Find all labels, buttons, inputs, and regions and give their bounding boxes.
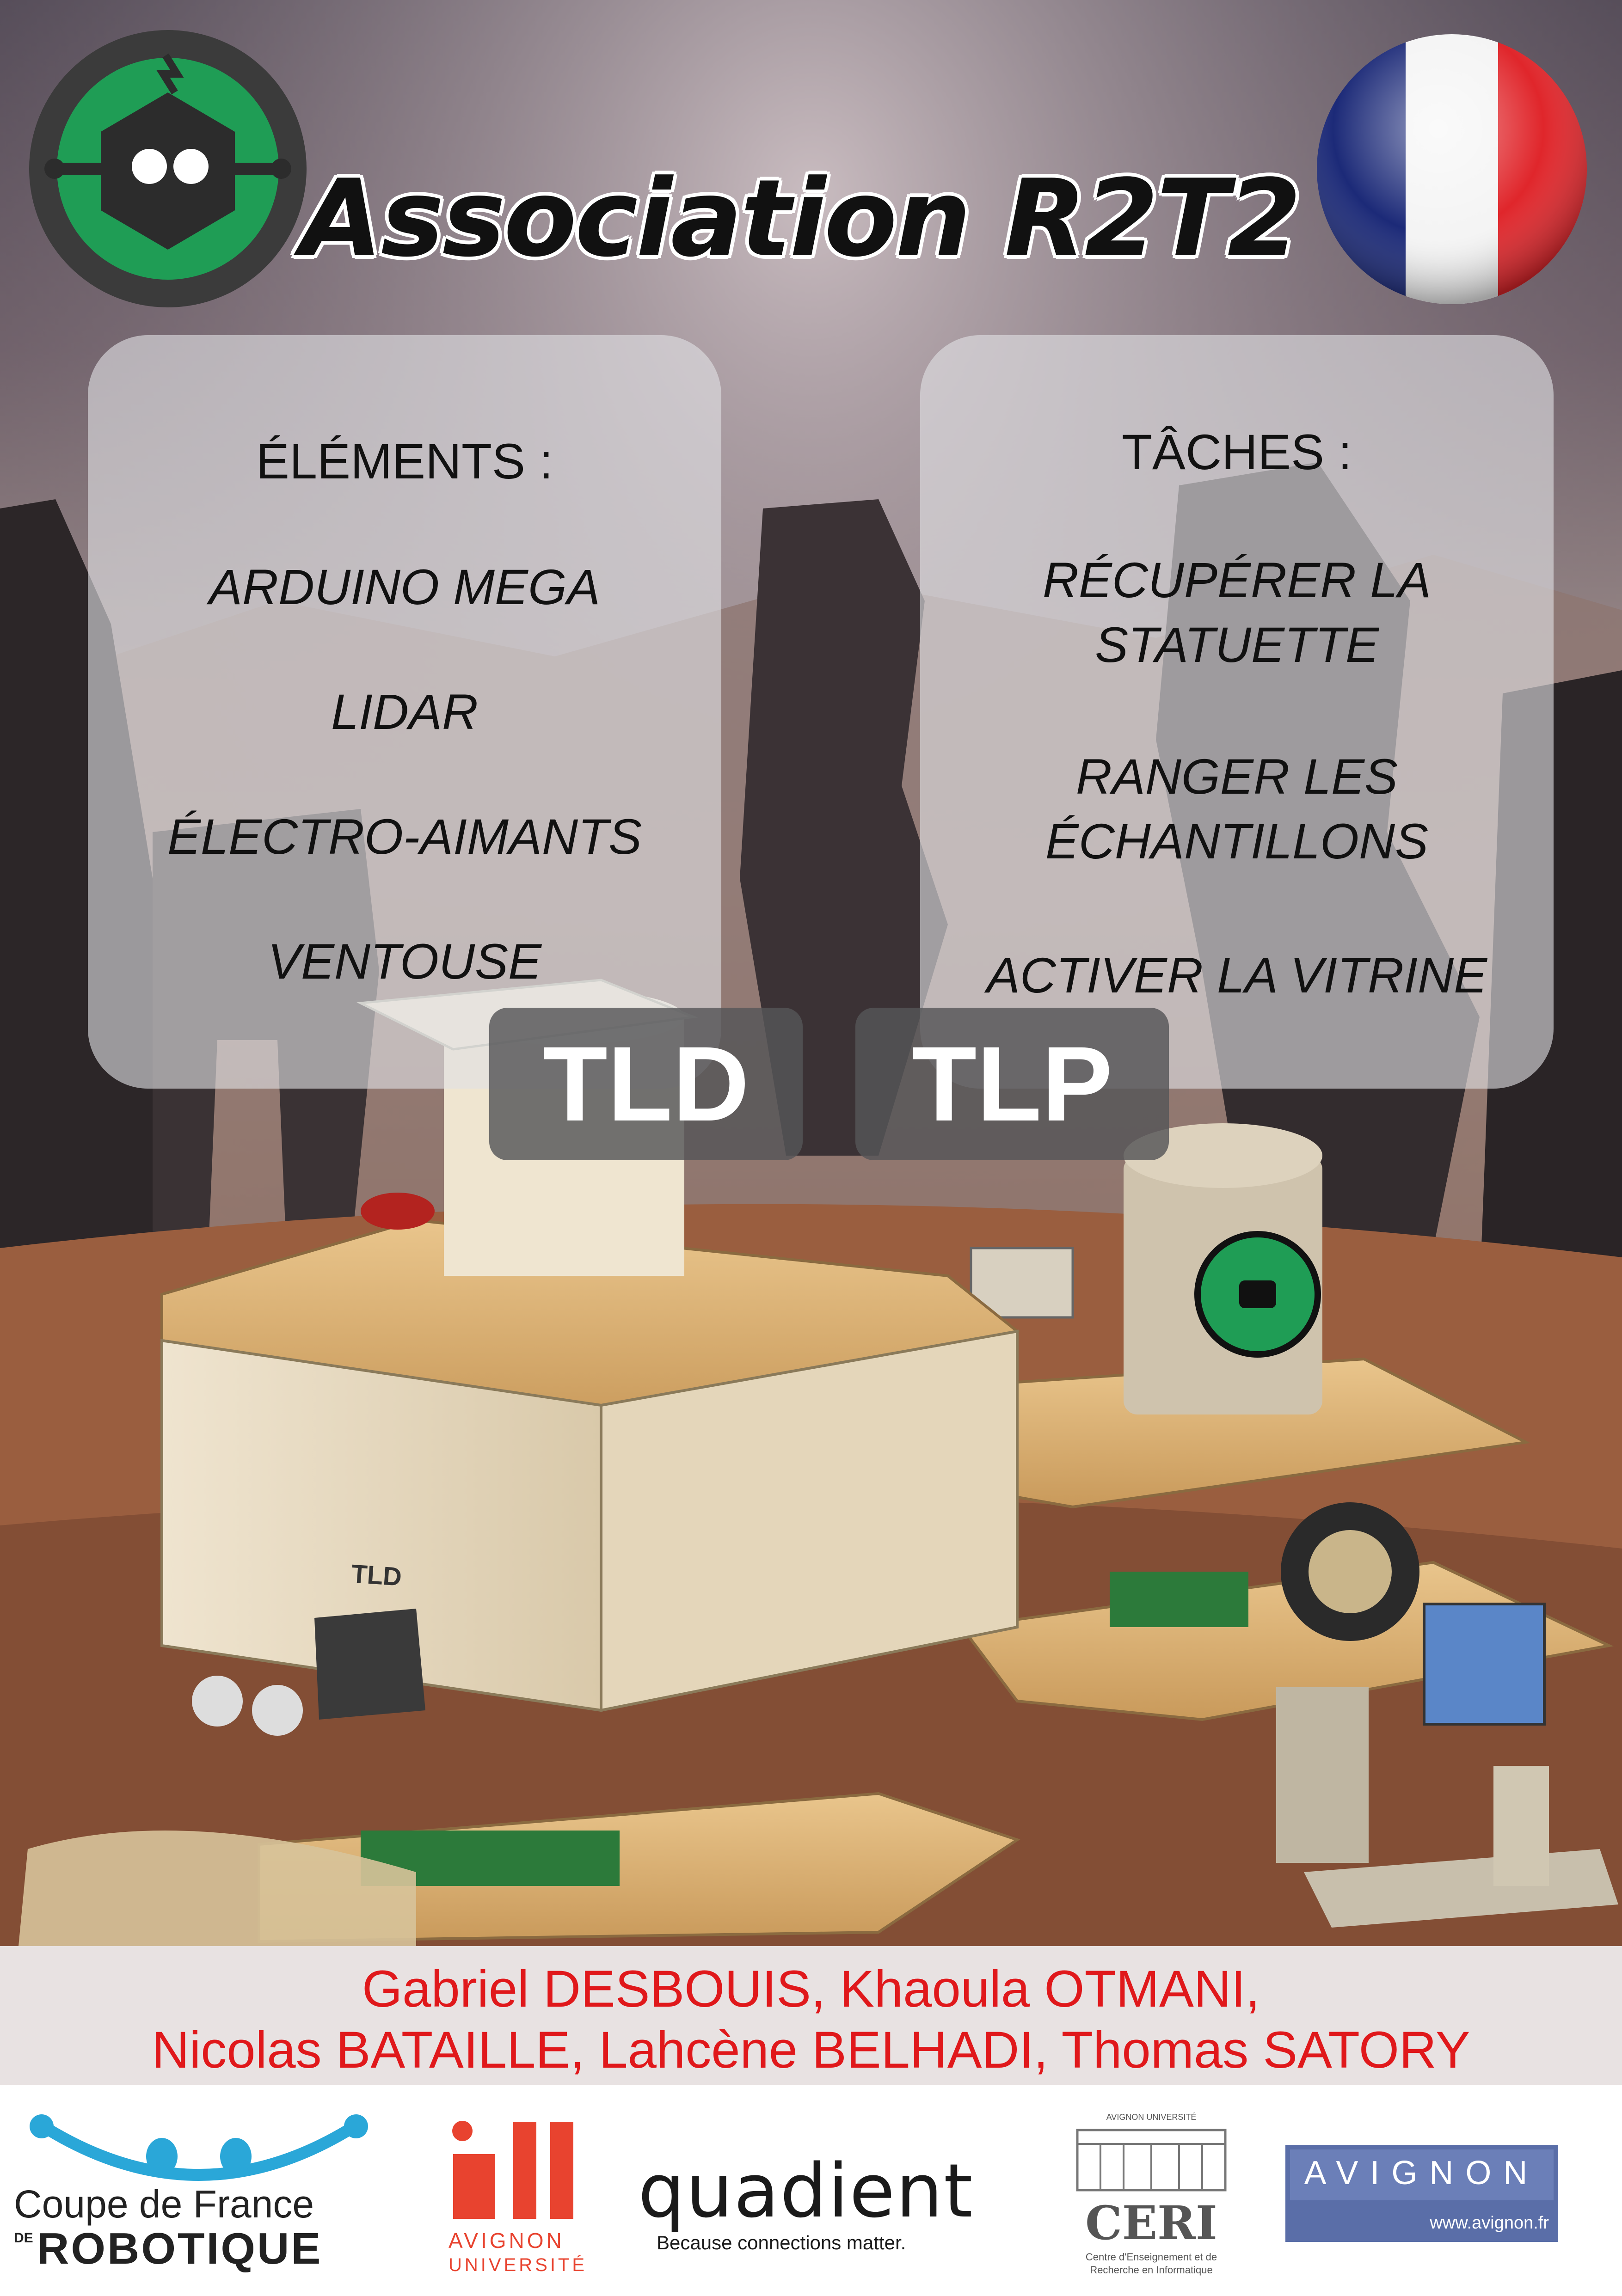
members-line-1: Gabriel DESBOUIS, Khaoula OTMANI, bbox=[362, 1960, 1260, 2018]
avignon-city-url: www.avignon.fr bbox=[1430, 2213, 1549, 2233]
ceri-sub1: Centre d'Enseignement et de bbox=[1085, 2251, 1217, 2263]
members-line-2: Nicolas BATAILLE, Lahcène BELHADI, Thoma… bbox=[152, 2021, 1470, 2079]
tache-item: RANGER LES bbox=[1075, 748, 1398, 804]
avignon-city-logo: AVIGNON www.avignon.fr bbox=[1285, 2145, 1558, 2242]
tache-item: STATUETTE bbox=[1095, 617, 1379, 673]
cfr-line2: ROBOTIQUE bbox=[37, 2224, 323, 2273]
au-monogram-icon bbox=[452, 2121, 573, 2219]
element-item: LIDAR bbox=[331, 684, 479, 740]
ceri-top: AVIGNON UNIVERSITÉ bbox=[1106, 2112, 1197, 2122]
tache-item: ACTIVER LA VITRINE bbox=[986, 947, 1487, 1003]
element-item: VENTOUSE bbox=[267, 933, 542, 989]
avignon-universite-logo: AVIGNON UNIVERSITÉ bbox=[444, 2112, 592, 2288]
page-title: Association R2T2 bbox=[300, 157, 1302, 281]
ceri-name: CERI bbox=[1085, 2196, 1217, 2250]
elements-heading: ÉLÉMENTS : bbox=[256, 433, 553, 489]
element-item: ÉLECTRO-AIMANTS bbox=[167, 808, 642, 864]
sponsors-footer: Coupe de France DE ROBOTIQUE AVIGNON UNI… bbox=[0, 2085, 1622, 2296]
tlp-tag: TLP bbox=[855, 1008, 1169, 1160]
robot-face-icon bbox=[30, 2114, 368, 2181]
ceri-logo: AVIGNON UNIVERSITÉ CERI Centre d'Enseign… bbox=[1073, 2112, 1230, 2288]
tlp-robot bbox=[876, 1123, 1618, 1928]
avignon-univ-1: AVIGNON bbox=[449, 2229, 565, 2253]
r2t2-logo bbox=[27, 28, 309, 310]
cfr-de: DE bbox=[14, 2230, 33, 2246]
taches-card: TÂCHES : RÉCUPÉRER LA STATUETTE RANGER L… bbox=[920, 335, 1554, 1089]
tld-robot bbox=[18, 979, 1020, 1946]
cfr-line1: Coupe de France bbox=[14, 2182, 314, 2226]
avignon-univ-2: UNIVERSITÉ bbox=[449, 2255, 588, 2275]
france-flag-icon bbox=[1313, 31, 1591, 308]
taches-heading: TÂCHES : bbox=[1121, 424, 1352, 480]
tld-body-label: TLD bbox=[350, 1559, 403, 1592]
avignon-city-name: AVIGNON bbox=[1304, 2155, 1540, 2192]
ceri-sub2: Recherche en Informatique bbox=[1090, 2264, 1213, 2276]
building-icon bbox=[1076, 2129, 1227, 2192]
quadient-name: quadient bbox=[638, 2148, 974, 2234]
quadient-tagline: Because connections matter. bbox=[657, 2232, 906, 2253]
elements-card: ÉLÉMENTS : ARDUINO MEGA LIDAR ÉLECTRO-AI… bbox=[88, 335, 721, 1089]
coupe-de-france-robotique-logo: Coupe de France DE ROBOTIQUE bbox=[9, 2112, 388, 2279]
element-item: ARDUINO MEGA bbox=[209, 559, 601, 615]
tache-item: RÉCUPÉRER LA bbox=[1042, 552, 1432, 608]
tache-item: ÉCHANTILLONS bbox=[1045, 813, 1429, 869]
quadient-logo: quadient Because connections matter. bbox=[638, 2154, 989, 2256]
tld-tag: TLD bbox=[489, 1008, 803, 1160]
members-band: Gabriel DESBOUIS, Khaoula OTMANI, Nicola… bbox=[0, 1946, 1622, 2085]
